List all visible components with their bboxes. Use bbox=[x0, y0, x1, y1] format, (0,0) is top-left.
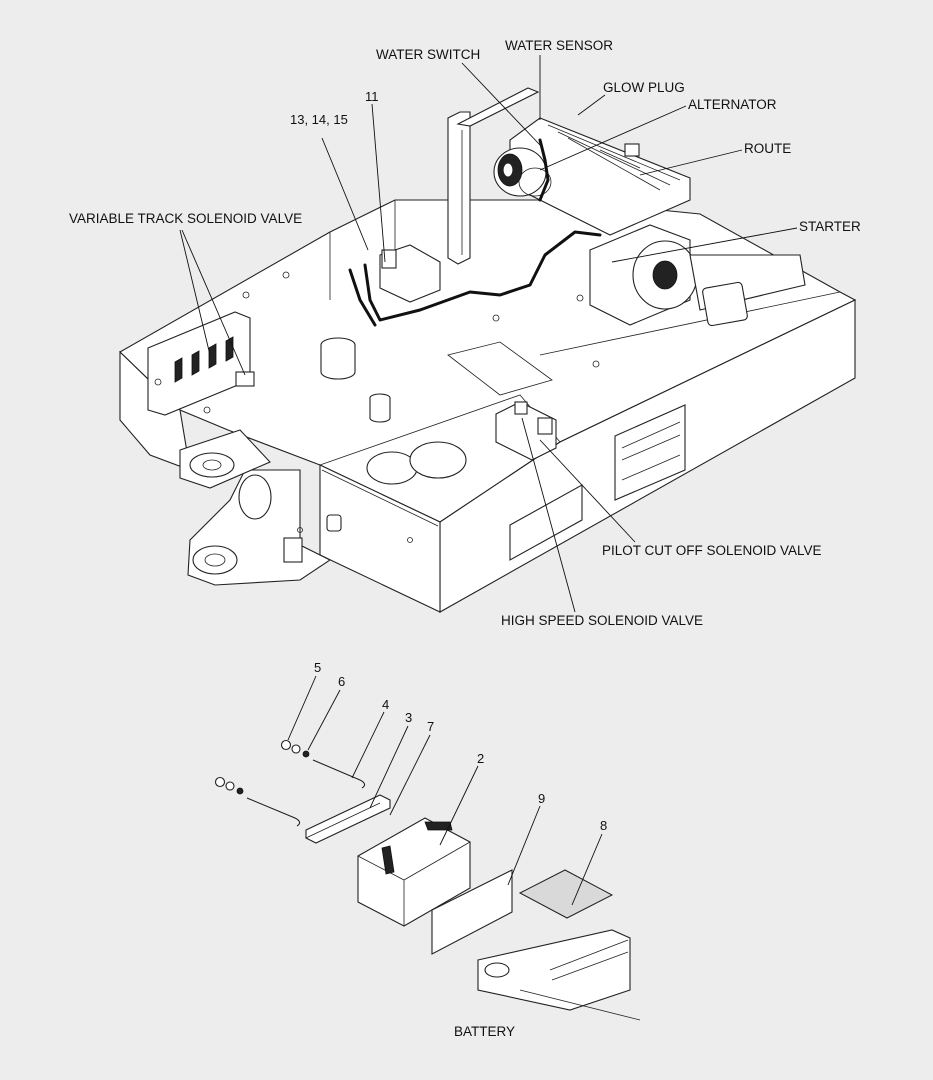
label-route: ROUTE bbox=[744, 141, 792, 156]
label-variable-track-solenoid-valve: VARIABLE TRACK SOLENOID VALVE bbox=[69, 211, 303, 226]
part-number-6: 6 bbox=[338, 674, 346, 689]
part-number-3: 3 bbox=[405, 710, 413, 725]
part-number-13-14-15: 13, 14, 15 bbox=[290, 112, 348, 127]
battery-insulator-plate bbox=[431, 869, 513, 955]
alternator bbox=[493, 147, 552, 197]
part-number-2: 2 bbox=[477, 751, 485, 766]
variable-track-solenoid-valve bbox=[147, 311, 255, 416]
battery bbox=[357, 817, 471, 927]
label-water-switch: WATER SWITCH bbox=[376, 47, 481, 62]
part-number-11: 11 bbox=[365, 89, 379, 104]
label-alternator: ALTERNATOR bbox=[688, 97, 777, 112]
label-high-speed-solenoid-valve: HIGH SPEED SOLENOID VALVE bbox=[501, 613, 704, 628]
radiator-frame bbox=[447, 111, 471, 265]
part-number-7: 7 bbox=[427, 719, 435, 734]
label-battery: BATTERY bbox=[454, 1024, 516, 1039]
label-water-sensor: WATER SENSOR bbox=[505, 38, 614, 53]
battery-exploded-view bbox=[214, 739, 641, 1021]
part-number-9: 9 bbox=[538, 791, 546, 806]
part-number-4: 4 bbox=[382, 697, 390, 712]
part-number-5: 5 bbox=[314, 660, 322, 675]
boom-pivot-hole bbox=[238, 474, 272, 520]
label-pilot-cut-off-solenoid-valve: PILOT CUT OFF SOLENOID VALVE bbox=[602, 543, 822, 558]
battery-hold-down-bar bbox=[305, 794, 391, 844]
label-glow-plug: GLOW PLUG bbox=[603, 80, 685, 95]
label-starter: STARTER bbox=[799, 219, 861, 234]
upper-frame-assembly bbox=[119, 87, 857, 613]
wire-harness bbox=[363, 230, 602, 322]
battery-pad bbox=[518, 869, 614, 919]
upper-leaders bbox=[179, 55, 798, 613]
lower-leaders bbox=[287, 675, 603, 906]
frame-front-wall bbox=[319, 464, 441, 613]
part-number-8: 8 bbox=[600, 818, 608, 833]
starter bbox=[589, 224, 806, 327]
battery-tray bbox=[477, 929, 631, 1011]
swing-bracket-hole bbox=[192, 545, 238, 575]
engine-block bbox=[509, 117, 691, 236]
